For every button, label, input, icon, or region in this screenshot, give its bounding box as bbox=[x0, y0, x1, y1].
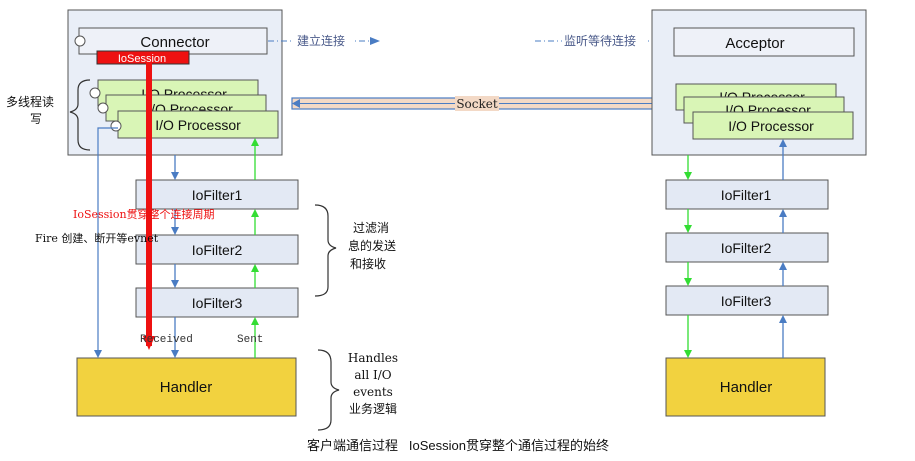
filter-brace bbox=[314, 204, 337, 297]
server-filter-box-1 bbox=[665, 179, 829, 210]
server-processor-box-3 bbox=[692, 111, 854, 140]
client-processor-label-3: I/O Processor bbox=[155, 117, 241, 133]
iosession-tag bbox=[96, 50, 190, 65]
iosession-lifetime-note: IoSession贯穿整个连接周期 bbox=[73, 207, 215, 221]
diagram-caption: 客户端通信过程 IoSession贯穿整个通信过程的始终 bbox=[307, 438, 609, 453]
client-processor-port-icon-1 bbox=[89, 87, 101, 99]
client-filter-box-1 bbox=[135, 179, 299, 210]
server-filter-label-3: IoFilter3 bbox=[721, 293, 772, 309]
sent-label: Sent bbox=[237, 334, 263, 346]
client-handler-box bbox=[76, 357, 297, 417]
acceptor-box bbox=[673, 27, 855, 57]
handler-note-line3: events bbox=[353, 385, 393, 399]
server-handler-label: Handler bbox=[720, 379, 773, 396]
handler-note-line1: Handles bbox=[348, 351, 398, 365]
client-filter-box-3 bbox=[135, 287, 299, 318]
multithread-brace bbox=[69, 79, 91, 151]
client-processor-port-icon-3 bbox=[110, 120, 122, 132]
listen-label: 监听等待连接 bbox=[564, 33, 636, 48]
client-processor-port-icon-2 bbox=[97, 102, 109, 114]
acceptor-label: Acceptor bbox=[725, 35, 784, 52]
filter-note-line2: 息的发送 bbox=[348, 238, 396, 253]
connector-box bbox=[78, 27, 268, 55]
server-filter-box-3 bbox=[665, 285, 829, 316]
client-filter-label-3: IoFilter3 bbox=[192, 295, 243, 311]
multithread-label-line1: 多线程读 bbox=[6, 94, 54, 109]
received-label: Received bbox=[140, 334, 193, 346]
server-filter-label-2: IoFilter2 bbox=[721, 240, 772, 256]
socket-label: Socket bbox=[456, 97, 498, 111]
iosession-label: IoSession bbox=[118, 53, 166, 65]
client-handler-label: Handler bbox=[160, 379, 213, 396]
connect-label: 建立连接 bbox=[297, 33, 345, 48]
client-processor-box-3 bbox=[117, 110, 279, 139]
client-filter-label-2: IoFilter2 bbox=[192, 242, 243, 258]
server-filter-box-2 bbox=[665, 232, 829, 263]
server-processor-label-3: I/O Processor bbox=[728, 118, 814, 134]
handler-note-line4: 业务逻辑 bbox=[349, 401, 397, 416]
multithread-label-line2: 写 bbox=[30, 112, 42, 126]
fire-note: Fire 创建、断开等evnet bbox=[35, 231, 159, 245]
connector-port-icon bbox=[74, 35, 86, 47]
fire-event-line bbox=[94, 127, 118, 358]
filter-note-line1: 过滤消 bbox=[353, 221, 389, 235]
connector-label: Connector bbox=[140, 34, 209, 51]
filter-note-line3: 和接收 bbox=[350, 256, 386, 271]
server-filter-label-1: IoFilter1 bbox=[721, 187, 772, 203]
server-handler-box bbox=[665, 357, 826, 417]
handler-brace bbox=[317, 349, 340, 431]
client-filter-label-1: IoFilter1 bbox=[192, 187, 243, 203]
client-filter-box-2 bbox=[135, 234, 299, 265]
handler-note-line2: all I/O bbox=[354, 368, 391, 382]
